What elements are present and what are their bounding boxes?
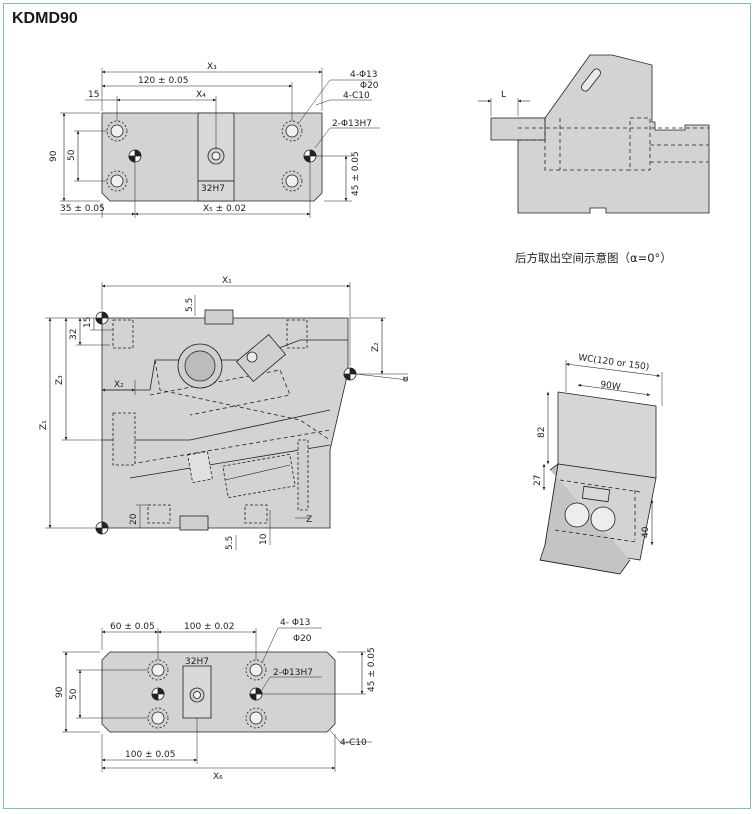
bottom-view (62, 627, 372, 772)
front-view-labels: X₁ 5.5 15 32 Z₃ Z₁ Z₂ α X₂ 20 5.5 10 Z (39, 276, 411, 550)
top-view (60, 68, 380, 218)
svg-text:X₃: X₃ (207, 62, 217, 72)
svg-text:4-C10: 4-C10 (343, 91, 370, 101)
dim-l: L (501, 90, 506, 100)
front-view (45, 282, 409, 550)
svg-text:35 ± 0.05: 35 ± 0.05 (60, 204, 105, 214)
side-view-caption: 后方取出空间示意图（α=0°） (515, 251, 672, 265)
model-title: KDMD90 (12, 10, 78, 27)
svg-text:X₁: X₁ (222, 276, 232, 286)
svg-text:4-Φ13: 4-Φ13 (350, 70, 378, 80)
svg-text:X₅ ± 0.02: X₅ ± 0.02 (203, 204, 246, 214)
svg-text:4-C10: 4-C10 (340, 738, 367, 748)
svg-text:15: 15 (83, 317, 93, 328)
svg-text:90W: 90W (600, 380, 622, 393)
svg-text:X₆: X₆ (213, 772, 223, 782)
svg-text:2-Φ13H7: 2-Φ13H7 (332, 119, 372, 129)
svg-text:32H7: 32H7 (201, 184, 225, 194)
iso-view (539, 360, 663, 575)
svg-text:82: 82 (537, 427, 547, 438)
side-view (478, 54, 710, 214)
svg-text:15: 15 (88, 90, 99, 100)
svg-text:45 ± 0.05: 45 ± 0.05 (351, 151, 361, 196)
svg-text:Z: Z (306, 515, 312, 525)
svg-text:60 ± 0.05: 60 ± 0.05 (110, 622, 155, 632)
svg-text:20: 20 (129, 513, 139, 525)
svg-text:10: 10 (259, 533, 269, 545)
top-view-labels: X₃ 120 ± 0.05 X₄ 15 90 50 32H7 35 ± 0.05… (49, 62, 379, 214)
svg-text:Φ20: Φ20 (293, 634, 312, 644)
svg-text:45 ± 0.05: 45 ± 0.05 (367, 647, 377, 692)
svg-text:Z₂: Z₂ (371, 342, 381, 352)
svg-text:Z₃: Z₃ (55, 375, 65, 385)
svg-text:X₂: X₂ (114, 380, 124, 390)
svg-text:50: 50 (69, 688, 79, 700)
svg-text:X₄: X₄ (196, 90, 206, 100)
svg-text:120 ± 0.05: 120 ± 0.05 (138, 76, 188, 86)
svg-text:40: 40 (641, 526, 651, 538)
svg-text:100 ± 0.05: 100 ± 0.05 (125, 750, 175, 760)
svg-text:Z₁: Z₁ (39, 420, 49, 430)
svg-text:50: 50 (67, 149, 77, 161)
svg-text:32: 32 (69, 329, 79, 340)
svg-text:32H7: 32H7 (185, 657, 209, 667)
svg-text:5.5: 5.5 (185, 298, 195, 312)
svg-text:27: 27 (533, 475, 543, 486)
svg-text:α: α (401, 376, 411, 382)
bottom-view-labels: 60 ± 0.05 100 ± 0.02 32H7 90 50 45 ± 0.0… (55, 618, 377, 782)
svg-text:90: 90 (55, 686, 65, 698)
svg-text:2-Φ13H7: 2-Φ13H7 (273, 668, 313, 678)
svg-text:Φ20: Φ20 (360, 81, 379, 91)
svg-text:100 ± 0.02: 100 ± 0.02 (184, 622, 234, 632)
svg-text:4- Φ13: 4- Φ13 (280, 618, 310, 628)
svg-text:90: 90 (49, 150, 59, 162)
svg-text:5.5: 5.5 (225, 536, 235, 550)
